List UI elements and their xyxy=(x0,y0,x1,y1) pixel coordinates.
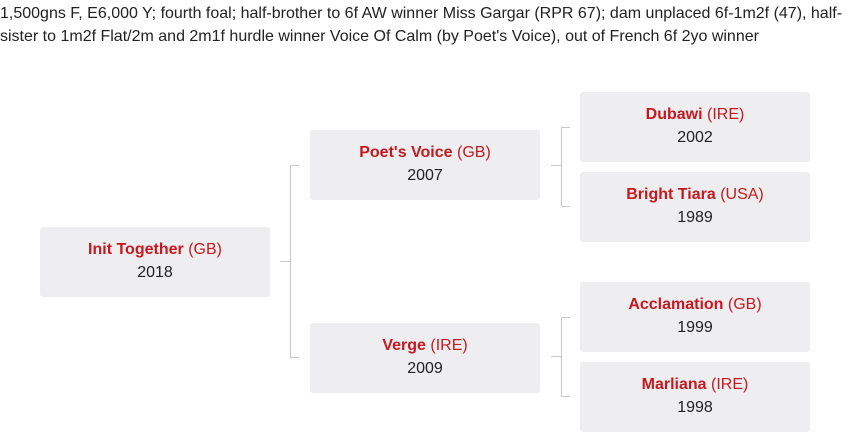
pedigree-card-dam-dam: Marliana (IRE) 1998 xyxy=(580,362,810,432)
horse-name-line: Verge (IRE) xyxy=(382,335,467,357)
connector-bracket xyxy=(561,317,570,397)
horse-name-line: Init Together (GB) xyxy=(88,239,222,261)
pedigree-card-sire-sire: Dubawi (IRE) 2002 xyxy=(580,92,810,162)
horse-name-link[interactable]: Marliana xyxy=(641,376,707,393)
horse-name-line: Poet's Voice (GB) xyxy=(359,142,491,164)
horse-year: 1998 xyxy=(677,399,713,416)
horse-year: 2002 xyxy=(677,129,713,146)
connector-line xyxy=(551,165,561,166)
horse-country: (IRE) xyxy=(707,106,745,123)
horse-year: 2009 xyxy=(407,360,443,377)
horse-country: (IRE) xyxy=(711,376,749,393)
horse-year: 2018 xyxy=(137,264,173,281)
horse-country: (USA) xyxy=(720,186,764,203)
pedigree-card-sire: Poet's Voice (GB) 2007 xyxy=(310,130,540,200)
horse-name-link[interactable]: Poet's Voice xyxy=(359,144,453,161)
connector-line xyxy=(551,356,561,357)
horse-year: 2007 xyxy=(407,167,443,184)
horse-country: (GB) xyxy=(188,241,222,258)
horse-name-line: Marliana (IRE) xyxy=(642,374,749,396)
horse-name-link[interactable]: Verge xyxy=(382,337,426,354)
horse-name-line: Acclamation (GB) xyxy=(628,294,761,316)
horse-country: (GB) xyxy=(457,144,491,161)
pedigree-card-dam: Verge (IRE) 2009 xyxy=(310,323,540,393)
breeding-description: 1,500gns F, E6,000 Y; fourth foal; half-… xyxy=(0,5,843,45)
horse-name-line: Dubawi (IRE) xyxy=(646,104,745,126)
horse-name-line: Bright Tiara (USA) xyxy=(626,184,764,206)
horse-name-link[interactable]: Init Together xyxy=(88,241,184,258)
horse-country: (IRE) xyxy=(430,337,468,354)
pedigree-card-dam-sire: Acclamation (GB) 1999 xyxy=(580,282,810,352)
pedigree-card-sire-dam: Bright Tiara (USA) 1989 xyxy=(580,172,810,242)
connector-bracket xyxy=(290,165,299,358)
horse-name-link[interactable]: Dubawi xyxy=(645,106,703,123)
horse-year: 1989 xyxy=(677,209,713,226)
horse-name-link[interactable]: Acclamation xyxy=(628,296,724,313)
horse-country: (GB) xyxy=(727,296,762,313)
connector-bracket xyxy=(561,127,570,207)
horse-year: 1999 xyxy=(677,319,713,336)
connector-line xyxy=(280,261,290,262)
horse-name-link[interactable]: Bright Tiara xyxy=(626,186,716,203)
pedigree-card-subject: Init Together (GB) 2018 xyxy=(40,227,270,297)
